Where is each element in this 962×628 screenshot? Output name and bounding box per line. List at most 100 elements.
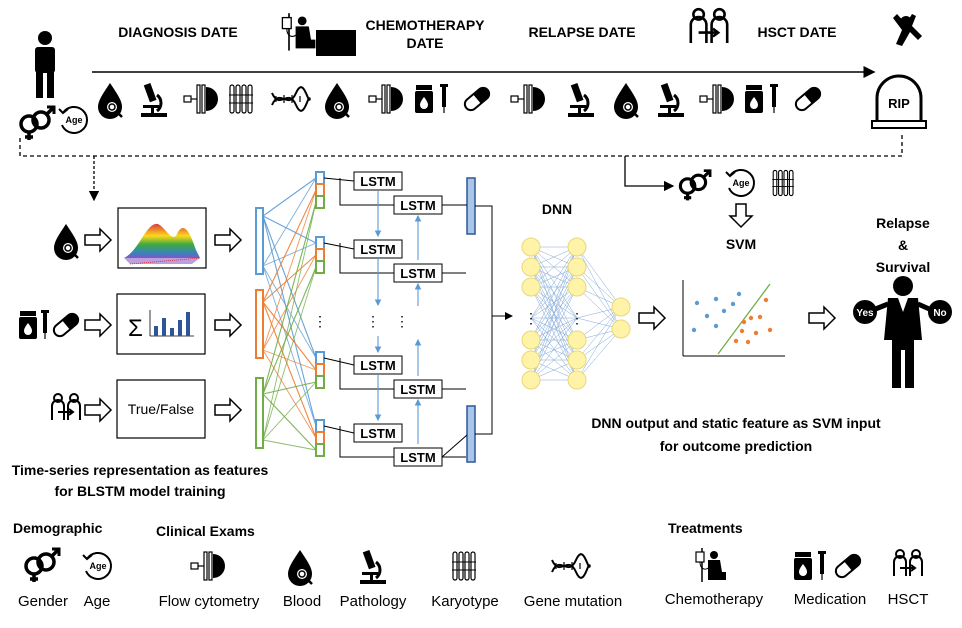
- legend-blood-icon: [286, 548, 314, 588]
- timestep-vector-1-2: [315, 183, 325, 197]
- dnn-network: ⋮⋮: [521, 237, 631, 390]
- lstm-backward-label-3: LSTM: [400, 382, 435, 397]
- svm-down-arrow: [729, 203, 753, 228]
- chemotherapy-date-label-2: DATE: [406, 35, 443, 51]
- dnn-edge-out: [576, 306, 622, 381]
- timeline: Age DIAGNOSIS DATE CHEMOTHERAPY DATE REL…: [19, 7, 927, 202]
- true-false-text: True/False: [128, 401, 195, 417]
- feature-link-3-4: [262, 393, 317, 451]
- rip-text: RIP: [888, 96, 910, 111]
- dnn-node-l1: [521, 257, 541, 277]
- timeline-flow-cytometry-icon-4: [699, 84, 735, 114]
- dnn-edge: [530, 246, 578, 319]
- feature-link-b-2-3: [262, 349, 317, 371]
- legend-chemo-icon: [695, 547, 727, 583]
- input-pill-icon: [50, 310, 82, 340]
- timestep-vector-2-2: [315, 248, 325, 262]
- legend-treatments-heading: Treatments: [668, 520, 743, 536]
- input-arrow-2b: [214, 313, 242, 337]
- timeline-pathology-icon-2: [566, 81, 596, 119]
- diagnosis-date-label: DIAGNOSIS DATE: [118, 24, 238, 40]
- true-false-box: [116, 379, 206, 439]
- stack-to-forward-1: [323, 177, 355, 182]
- age-badge-text: Age: [65, 115, 82, 125]
- lstm-forward-label-1: LSTM: [360, 174, 395, 189]
- timestep-vector-2-3: [315, 260, 325, 274]
- feature-vector-hsct: [255, 377, 264, 449]
- businessman-icon: Yes No: [853, 276, 952, 388]
- blstm-output-bottom: [466, 405, 476, 463]
- dnn-edge-out: [576, 286, 622, 330]
- feature-link-b-1-4: [262, 265, 317, 427]
- dnn-node-l1: [521, 350, 541, 370]
- feature-link-1-3: [262, 215, 317, 359]
- input-arrow-3: [84, 398, 112, 422]
- legend-pill-icon: [832, 551, 864, 581]
- dnn-edge: [530, 266, 578, 319]
- svm-age-icon: Age: [725, 168, 755, 197]
- lstm-forward-label-2: LSTM: [360, 242, 395, 257]
- dnn-node-l2: [567, 237, 587, 257]
- legend-age-icon: Age: [82, 551, 112, 580]
- stack-to-backward-2: [339, 243, 394, 274]
- bracket-bottom: [475, 316, 493, 435]
- dnn-edge-out: [576, 266, 622, 330]
- dnn-node-l2: [567, 370, 587, 390]
- outcome-line-3: Survival: [876, 259, 930, 275]
- feature-link-3-2: [262, 266, 317, 395]
- legend-age-label: Age: [84, 593, 111, 610]
- left-caption-line-1: Time-series representation as features: [12, 462, 269, 478]
- feature-link-1-1: [262, 177, 317, 217]
- timeline-bottle-icon-2: [745, 85, 763, 113]
- dnn-edge: [530, 246, 578, 288]
- no-badge: No: [933, 308, 946, 319]
- ellipsis-lstm-b: ⋮: [395, 313, 409, 329]
- input-arrow-3b: [214, 398, 242, 422]
- legend-hsct-label: HSCT: [888, 591, 929, 608]
- hsct-date-label: HSCT DATE: [757, 24, 836, 40]
- input-syringe-icon: [40, 309, 50, 340]
- lstm-backward-label-4: LSTM: [400, 450, 435, 465]
- svm-to-outcome-arrow: [808, 306, 836, 330]
- legend-clinical-heading: Clinical Exams: [156, 523, 255, 539]
- timeline-blood-icon: [96, 81, 124, 121]
- feature-link-b-3-3: [262, 381, 317, 441]
- legend-age-text: Age: [89, 561, 106, 571]
- timeline-karyotype-icon: [228, 84, 254, 114]
- input-arrow-1: [84, 228, 112, 252]
- timestep-vector-3-2: [315, 363, 325, 377]
- stack-to-backward-3: [339, 358, 394, 390]
- dnn-node-l2: [567, 350, 587, 370]
- timestep-vector-1-3: [315, 195, 325, 209]
- lstm-backward-label-2: LSTM: [400, 266, 435, 281]
- timeline-flow-cytometry-icon-3: [510, 84, 546, 114]
- dnn-node-out: [611, 319, 631, 339]
- feature-link-2-1: [262, 189, 317, 303]
- feature-link-b-1-3: [262, 265, 317, 359]
- timestep-vector-1-1: [315, 171, 325, 185]
- stack-to-forward-4: [323, 425, 355, 434]
- timeline-bottle-icon: [415, 85, 433, 113]
- timestep-vector-2-1: [315, 236, 325, 250]
- feature-link-b-2-4: [262, 349, 317, 439]
- dnn-node-out: [611, 297, 631, 317]
- feature-link-b-3-4: [262, 439, 317, 451]
- chemo-chair-icon: [316, 30, 356, 56]
- ellipsis-stack: ⋮: [313, 313, 327, 329]
- sigma-symbol: Σ: [128, 315, 143, 342]
- yes-badge: Yes: [856, 308, 874, 319]
- feature-link-b-2-2: [262, 254, 317, 351]
- age-icon: Age: [58, 105, 88, 134]
- timeline-flow-cytometry-icon: [183, 84, 219, 114]
- patient-person-icon: [35, 31, 55, 98]
- sum-bar-box: [116, 293, 206, 355]
- hsct-icon: [689, 7, 729, 45]
- legend-bottle-icon: [794, 552, 812, 580]
- svm-decision-boundary: [717, 283, 771, 355]
- timestep-vector-4-1: [315, 419, 325, 433]
- legend-pathology-label: Pathology: [340, 593, 407, 610]
- svm-block: Age SVM Relapse & Survival: [638, 168, 952, 388]
- feature-link-2-4: [262, 301, 317, 439]
